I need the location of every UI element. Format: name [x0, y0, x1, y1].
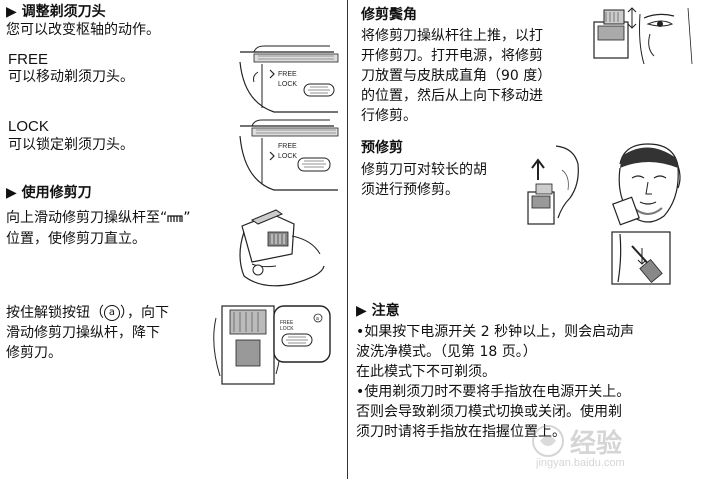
column-divider: [347, 0, 348, 479]
lower-instruction-line3: 修剪刀。: [6, 345, 62, 361]
sideburns-line: 将修剪刀操纵杆往上推，以打: [361, 28, 543, 44]
svg-text:FREE: FREE: [280, 320, 294, 326]
baidu-jingyan-watermark: 经验 jingyan.baidu.com: [526, 421, 696, 473]
unlock-trimmer-illustration: FREE LOCK a: [210, 300, 334, 386]
sideburns-line: 刀放置与皮肤成直角（90 度）: [361, 68, 552, 84]
section-intro-adjust-head: 您可以改变枢轴的动作。: [6, 22, 160, 38]
trim-instruction-line1: 向上滑动修剪刀操纵杆至“ ”: [6, 210, 191, 226]
pre-trim-line: 修剪刀可对较长的胡: [361, 162, 487, 178]
unlock-button-symbol-icon: a: [104, 305, 120, 321]
free-figure-text: FREE: [278, 71, 297, 78]
sideburns-trimming-illustration: [588, 4, 698, 72]
section-title-use-trimmer: ▶ 使用修剪刀: [6, 185, 92, 201]
free-description: 可以移动剃须刀头。: [8, 69, 134, 85]
section-title-sideburns: 修剪鬓角: [361, 7, 417, 23]
sideburns-line: 开修剪刀。打开电源，将修剪: [361, 48, 543, 64]
lock-label: LOCK: [8, 118, 49, 135]
svg-text:LOCK: LOCK: [280, 326, 294, 332]
unlock-figure-free-text: FREE: [278, 143, 297, 150]
watermark-url: jingyan.baidu.com: [536, 457, 625, 469]
pre-trim-face-illustration: [598, 138, 698, 286]
trim-instruction-line2: 位置，使修剪刀直立。: [6, 231, 146, 247]
sideburns-line: 行修剪。: [361, 108, 417, 124]
note-line: 在此模式下不可剃须。: [356, 364, 496, 380]
note-line: •如果按下电源开关 2 秒钟以上，则会启动声: [356, 324, 635, 340]
unlock-figure-lock-text: LOCK: [278, 153, 297, 160]
note-line: 须刀时请将手指放在指握位置上。: [356, 424, 566, 440]
lower-instruction-line1: 按住解锁按钮（a），向下: [6, 305, 169, 321]
lock-description: 可以锁定剃须刀头。: [8, 137, 134, 153]
trimmer-symbol-icon: [167, 213, 183, 223]
shaver-free-illustration: FREE LOCK: [234, 42, 342, 116]
pre-trim-line: 须进行预修剪。: [361, 182, 459, 198]
section-title-notes: ▶ 注意: [356, 303, 400, 319]
free-label: FREE: [8, 51, 49, 68]
note-line: 否则会导致剃须刀模式切换或关闭。使用剃: [356, 404, 622, 420]
watermark-text: 经验: [570, 429, 623, 459]
lock-figure-text: LOCK: [278, 81, 297, 88]
pre-trim-chin-illustration: [522, 140, 588, 228]
lower-instruction-line2: 滑动修剪刀操纵杆，降下: [6, 325, 160, 341]
section-title-pre-trim: 预修剪: [361, 140, 403, 156]
shaver-lock-illustration: FREE LOCK: [234, 118, 342, 194]
trimmer-raised-illustration: [232, 206, 332, 290]
svg-text:a: a: [316, 316, 319, 322]
note-line: 波洗净模式。（见第 18 页。）: [356, 344, 537, 360]
sideburns-line: 的位置，然后从上向下移动进: [361, 88, 543, 104]
section-title-adjust-head: ▶ 调整剃须刀头: [6, 4, 106, 20]
note-line: •使用剃须刀时不要将手指放在电源开关上。: [356, 384, 631, 400]
